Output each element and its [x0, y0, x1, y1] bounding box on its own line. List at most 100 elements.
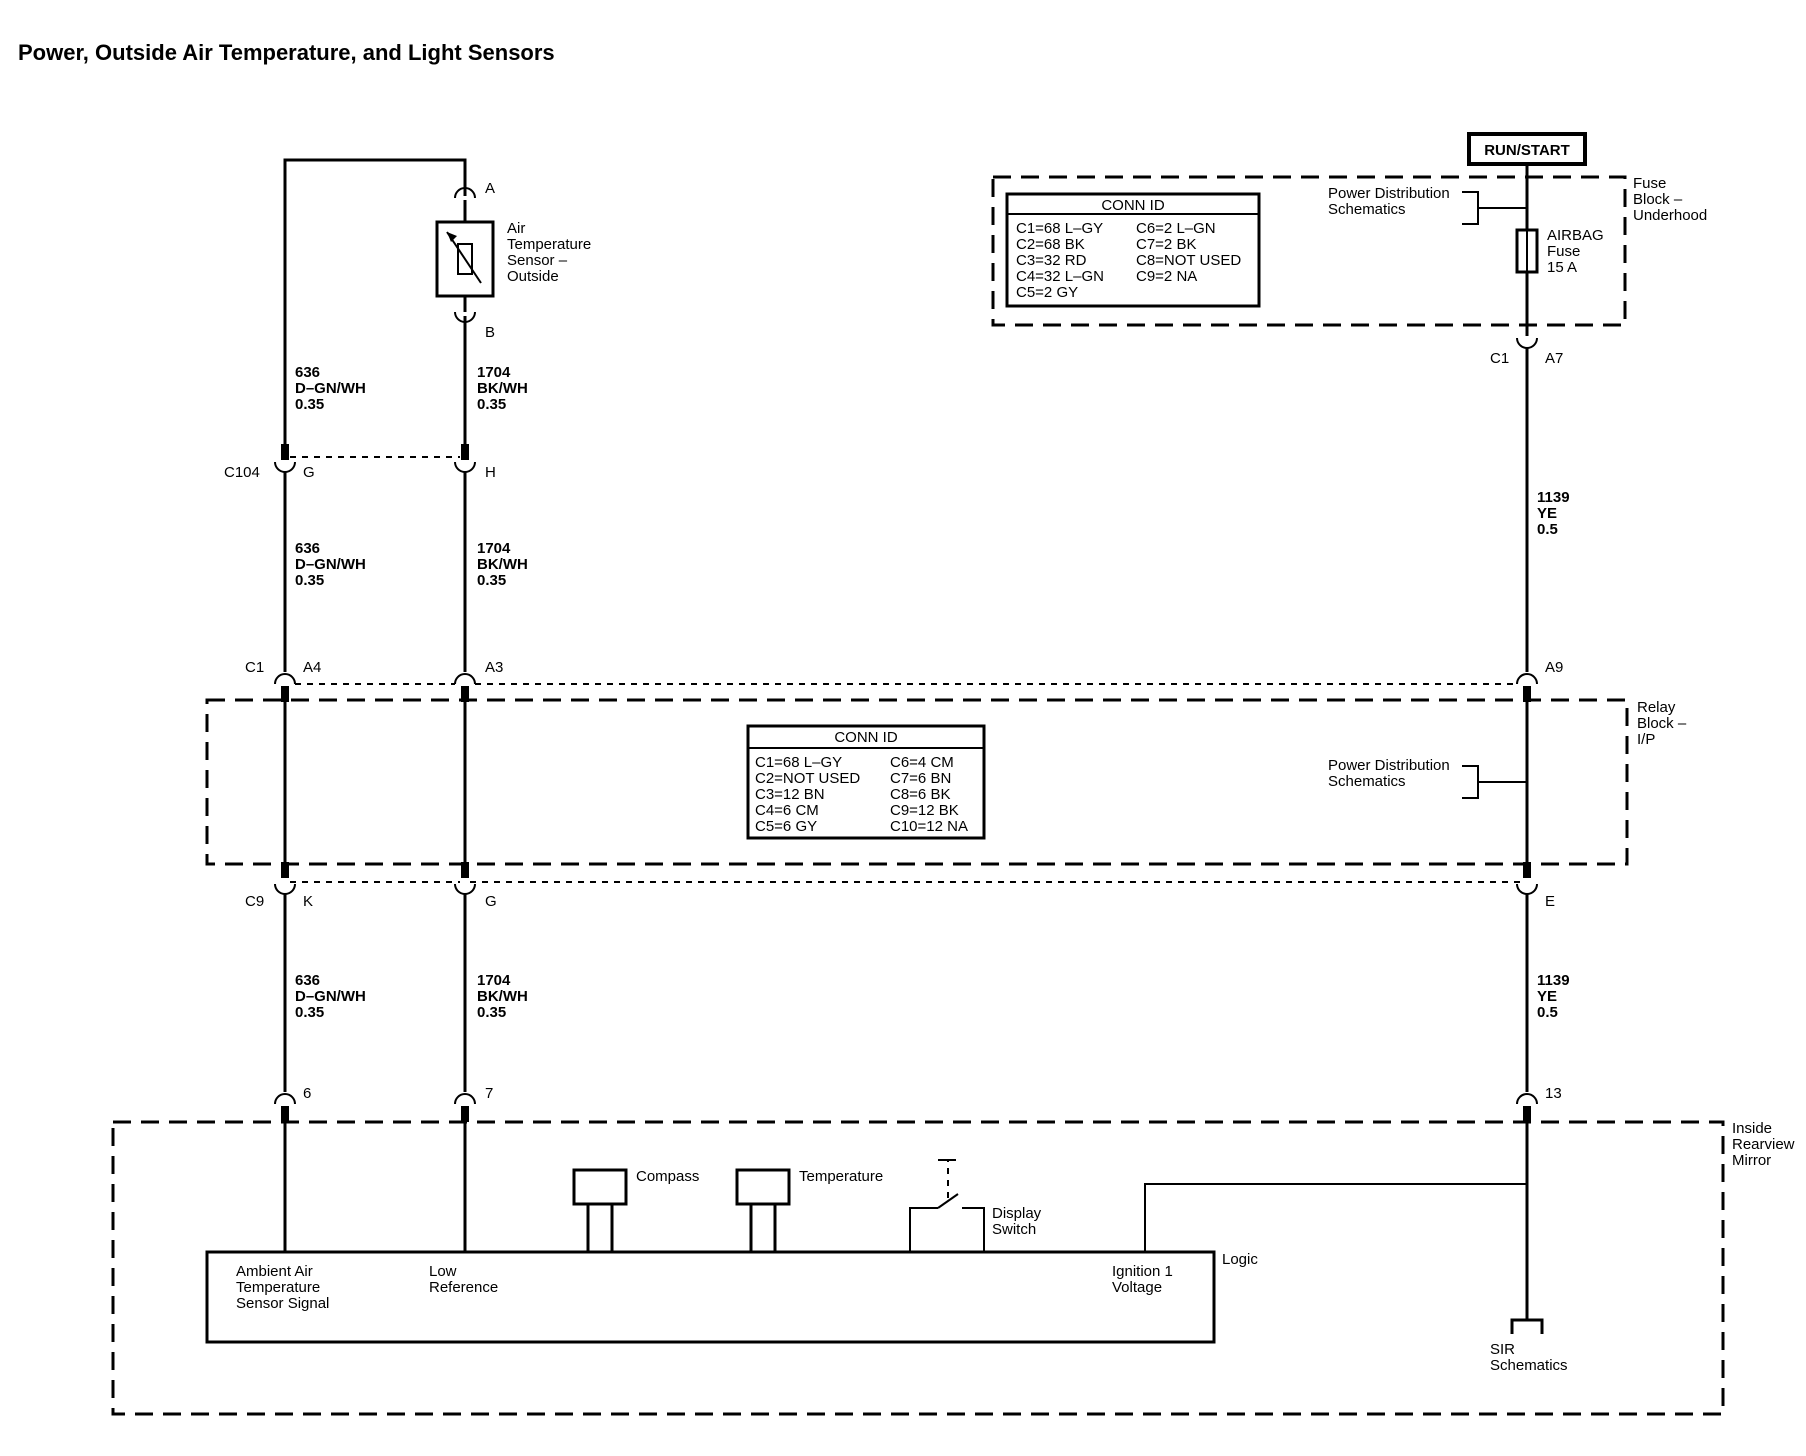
pin-7: 7: [485, 1085, 493, 1102]
wire-1139-size-2: 0.5: [1537, 1004, 1558, 1021]
fuse-pd-label-2: Schematics: [1328, 201, 1406, 218]
thermistor-icon: [457, 243, 473, 275]
wire-1139-label-2: 1139: [1537, 972, 1570, 989]
page-title: Power, Outside Air Temperature, and Ligh…: [18, 40, 555, 65]
relay-conn-right-4: C9=12 BK: [890, 802, 959, 819]
pin-13: 13: [1545, 1085, 1562, 1102]
ambient-label-1: Ambient Air: [236, 1263, 313, 1280]
relay-block-label-1: Relay: [1637, 699, 1676, 716]
relay-c1-male-a4: [281, 686, 289, 702]
ign-label-2: Voltage: [1112, 1279, 1162, 1296]
wire-1704-color: BK/WH: [477, 380, 528, 397]
ambient-label-2: Temperature: [236, 1279, 320, 1296]
fuse-conn-id-title: CONN ID: [1101, 197, 1165, 214]
wire-1704-size-3: 0.35: [477, 1004, 506, 1021]
logic-label: Logic: [1222, 1251, 1258, 1268]
temperature-sensor: [735, 1168, 791, 1206]
relay-conn-left-2: C2=NOT USED: [755, 770, 860, 787]
variable-arrow-icon: [446, 231, 482, 284]
fuse-pd-label-1: Power Distribution: [1328, 185, 1450, 202]
connector-c9: C9: [245, 893, 264, 910]
display-switch-lead-right: [962, 1207, 985, 1252]
c104-pin-g: G: [303, 464, 315, 481]
ambient-label-3: Sensor Signal: [236, 1295, 329, 1312]
pin-6: 6: [303, 1085, 311, 1102]
display-switch-lead-left: [909, 1207, 938, 1252]
fuse-conn-left-2: C2=68 BK: [1016, 236, 1085, 253]
fuse-block-label-3: Underhood: [1633, 207, 1707, 224]
c9-female-k: [274, 883, 296, 895]
wire-636-color-2: D–GN/WH: [295, 556, 366, 573]
wire-636-size-3: 0.35: [295, 1004, 324, 1021]
fuse-conn-left-3: C3=32 RD: [1016, 252, 1087, 269]
fuse-conn-right-1: C6=2 L–GN: [1136, 220, 1216, 237]
relay-pd-label-1: Power Distribution: [1328, 757, 1450, 774]
wire-636-label-2: 636: [295, 540, 320, 557]
mirror-label-1: Inside: [1732, 1120, 1772, 1137]
mirror-pin-7-male: [461, 1106, 469, 1122]
pin-a7: A7: [1545, 350, 1563, 367]
fuse-conn-right-4: C9=2 NA: [1136, 268, 1197, 285]
relay-conn-id-table: [746, 724, 986, 840]
relay-pd-bracket: [1462, 765, 1479, 799]
wire-1139-size: 0.5: [1537, 521, 1558, 538]
c104-female-h: [454, 461, 476, 473]
wire-1704-size-2: 0.35: [477, 572, 506, 589]
compass-sensor: [572, 1168, 628, 1206]
c104-male-g: [281, 444, 289, 460]
logic-module: [205, 1250, 1216, 1344]
display-switch-label-1: Display: [992, 1205, 1042, 1222]
fuse-conn-id-table: [1005, 192, 1261, 308]
wire-636-size-2: 0.35: [295, 572, 324, 589]
relay-conn-left-5: C5=6 GY: [755, 818, 817, 835]
relay-c1-female-a3: [454, 673, 476, 685]
c9-pin-e: E: [1545, 893, 1555, 910]
sensor-label-line2: Temperature: [507, 236, 591, 253]
mirror-pin-6-male: [281, 1106, 289, 1122]
wire-1704-color-3: BK/WH: [477, 988, 528, 1005]
wire-636-color-3: D–GN/WH: [295, 988, 366, 1005]
wire-636-label-3: 636: [295, 972, 320, 989]
relay-conn-right-2: C7=6 BN: [890, 770, 951, 787]
wire-636-label: 636: [295, 364, 320, 381]
c104-male-h: [461, 444, 469, 460]
c9-male-e: [1523, 862, 1531, 878]
wire-1704-size: 0.35: [477, 396, 506, 413]
c9-pin-g: G: [485, 893, 497, 910]
wire-1139-color-2: YE: [1537, 988, 1557, 1005]
fuse-block-label-1: Fuse: [1633, 175, 1666, 192]
fuse-conn-left-5: C5=2 GY: [1016, 284, 1078, 301]
ignition-1-feed: [1144, 1183, 1527, 1252]
relay-conn-right-5: C10=12 NA: [890, 818, 968, 835]
low-ref-label-1: Low: [429, 1263, 457, 1280]
fuse-conn-left-1: C1=68 L–GY: [1016, 220, 1103, 237]
sensor-label-line3: Sensor –: [507, 252, 568, 269]
wire-1139-color: YE: [1537, 505, 1557, 522]
wire-1704-color-2: BK/WH: [477, 556, 528, 573]
mirror-pin-13-terminal: [1516, 1093, 1538, 1105]
relay-conn-id-title: CONN ID: [834, 729, 898, 746]
relay-block-label-2: Block –: [1637, 715, 1687, 732]
sensor-pin-a-terminal: [454, 187, 476, 199]
pin-a4: A4: [303, 659, 321, 676]
sir-label-2: Schematics: [1490, 1357, 1568, 1374]
c9-female-e: [1516, 883, 1538, 895]
connector-c1-relay: C1: [245, 659, 264, 676]
c9-male-k: [281, 862, 289, 878]
relay-conn-right-1: C6=4 CM: [890, 754, 954, 771]
display-switch-label-2: Switch: [992, 1221, 1036, 1238]
fuse-label-2: Fuse: [1547, 243, 1580, 260]
relay-conn-left-4: C4=6 CM: [755, 802, 819, 819]
wire-1704-label-2: 1704: [477, 540, 511, 557]
fuse-block-label-2: Block –: [1633, 191, 1683, 208]
sir-label-1: SIR: [1490, 1341, 1515, 1358]
c9-pin-k: K: [303, 893, 313, 910]
mirror-pin-7-terminal: [454, 1093, 476, 1105]
wire-1704-label-3: 1704: [477, 972, 511, 989]
run-start-label: RUN/START: [1484, 142, 1570, 159]
fuse-label-1: AIRBAG: [1547, 227, 1604, 244]
inside-rearview-mirror: [111, 1120, 1725, 1416]
c104-female-g: [274, 461, 296, 473]
relay-conn-right-3: C8=6 BK: [890, 786, 950, 803]
c9-male-g: [461, 862, 469, 878]
